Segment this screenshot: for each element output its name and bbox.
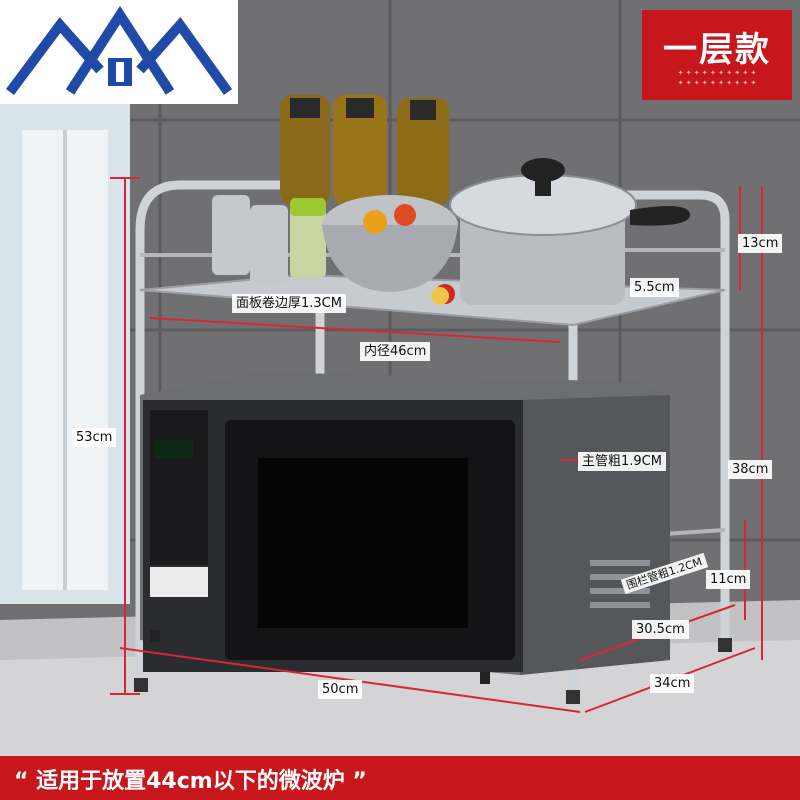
label-base-depth: 30.5cm — [632, 620, 689, 639]
badge-title: 一层款 — [663, 30, 771, 70]
house-logo-icon — [5, 5, 233, 95]
label-rail-top: 13cm — [738, 234, 783, 253]
label-depth: 34cm — [650, 674, 695, 693]
badge-decorative-text: ✦ ✦ ✦ ✦ ✦ ✦ ✦ ✦ ✦ ✦✦ ✦ ✦ ✦ ✦ ✦ ✦ ✦ ✦ ✦ — [677, 69, 757, 87]
label-height-total: 53cm — [72, 428, 117, 447]
spice-shakers — [212, 195, 326, 285]
brand-logo — [0, 0, 238, 104]
label-lower-height: 38cm — [728, 460, 773, 479]
caption-bar: “ 适用于放置44cm以下的微波炉 ” — [0, 756, 800, 800]
variant-badge: 一层款 ✦ ✦ ✦ ✦ ✦ ✦ ✦ ✦ ✦ ✦✦ ✦ ✦ ✦ ✦ ✦ ✦ ✦ ✦… — [642, 10, 792, 100]
label-panel-edge: 面板卷边厚1.3CM — [232, 294, 346, 313]
cooking-pot — [449, 158, 690, 305]
label-inner-width: 内径46cm — [360, 342, 431, 361]
label-width: 50cm — [318, 680, 363, 699]
oil-bottles — [280, 95, 449, 206]
rack-feet — [134, 638, 732, 704]
microwave-oven — [140, 372, 670, 684]
label-shelf-gap: 5.5cm — [630, 278, 679, 297]
fruit-bowl — [322, 195, 458, 305]
label-bottom-rail: 11cm — [706, 570, 751, 589]
label-main-tube: 主管粗1.9CM — [578, 452, 666, 471]
caption-text: “ 适用于放置44cm以下的微波炉 ” — [14, 769, 367, 794]
